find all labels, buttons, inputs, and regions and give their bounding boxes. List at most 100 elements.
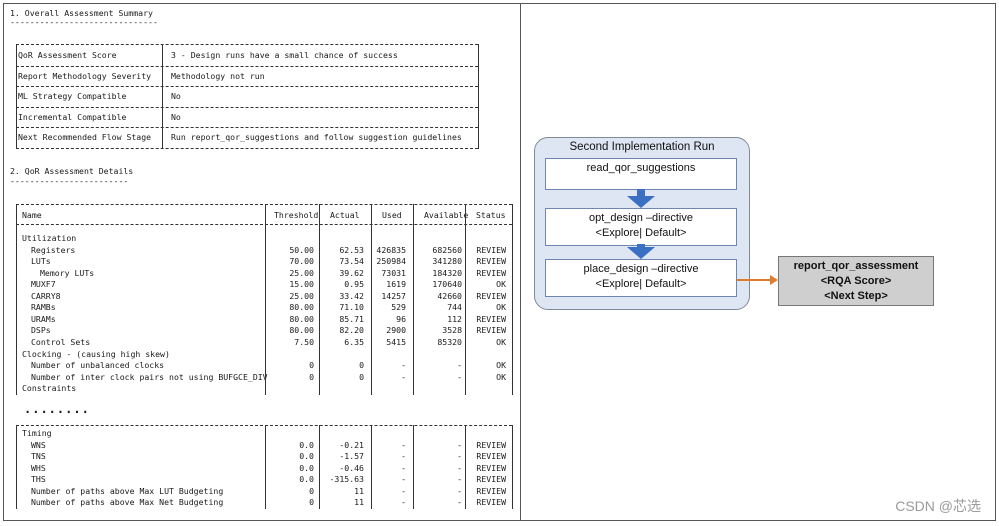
omitted-rows-ellipsis: ........ <box>24 402 90 416</box>
report-qor-assessment-box: report_qor_assessment <RQA Score> <Next … <box>778 256 934 306</box>
table-row: Utilization <box>18 233 510 245</box>
cell-name: Number of paths above Max LUT Budgeting <box>31 485 224 496</box>
cell-available: - <box>457 497 462 508</box>
details-header-border <box>16 224 512 225</box>
summary-row-value: Methodology not run <box>171 70 265 81</box>
cell-available: 682560 <box>432 244 462 255</box>
cell-status: REVIEW <box>476 256 506 267</box>
details-column-divider <box>319 425 320 509</box>
header-used: Used <box>382 210 402 220</box>
cell-status: REVIEW <box>476 497 506 508</box>
summary-column-divider <box>16 44 17 149</box>
step-place-design-line1: place_design –directive <box>583 263 699 275</box>
details-column-divider <box>413 425 414 509</box>
watermark: CSDN @芯选 <box>895 498 981 514</box>
summary-row-label: QoR Assessment Score <box>18 50 117 60</box>
cell-name: Constraints <box>22 383 77 394</box>
details-column-divider <box>16 204 17 395</box>
details-column-divider <box>465 425 466 509</box>
cell-used: 2900 <box>386 325 406 336</box>
cell-name: CARRY8 <box>31 290 61 301</box>
cell-available: - <box>457 439 462 450</box>
cell-available: - <box>457 462 462 473</box>
cell-name: WNS <box>31 439 46 450</box>
table-row: Number of inter clock pairs not using BU… <box>18 372 510 384</box>
details-column-divider <box>413 204 414 395</box>
cell-name: TNS <box>31 451 46 462</box>
arrow-stem-1 <box>637 189 645 197</box>
summary-table-top-border <box>16 44 478 45</box>
cell-name: WHS <box>31 462 46 473</box>
step-opt-design: opt_design –directive <Explore| Default> <box>545 208 737 246</box>
cell-actual: 85.71 <box>339 313 364 324</box>
cell-available: 744 <box>447 302 462 313</box>
cell-name: Clocking - (causing high skew) <box>22 348 170 359</box>
details-column-divider <box>265 204 266 395</box>
summary-section-title: 1. Overall Assessment Summary <box>10 8 153 18</box>
cell-available: - <box>457 485 462 496</box>
cell-name: Number of unbalanced clocks <box>31 360 165 371</box>
cell-threshold: 0 <box>309 371 314 382</box>
cell-available: 341280 <box>432 256 462 267</box>
summary-row-border <box>16 65 478 67</box>
cell-name: URAMs <box>31 313 56 324</box>
details-header-row: Name Threshold Actual Used Available Sta… <box>18 210 510 222</box>
cell-actual: 62.53 <box>339 244 364 255</box>
rqa-line2: <RQA Score> <box>820 275 892 287</box>
cell-threshold: 7.50 <box>294 336 314 347</box>
cell-status: REVIEW <box>476 267 506 278</box>
cell-actual: 6.35 <box>344 336 364 347</box>
cell-used: - <box>401 439 406 450</box>
details-column-divider <box>371 425 372 509</box>
details-table-top-border <box>16 204 512 205</box>
cell-threshold: 80.00 <box>289 325 314 336</box>
summary-title-underline: ------------------------------ <box>10 17 158 27</box>
summary-row-value: No <box>171 91 181 102</box>
cell-used: 426835 <box>376 244 406 255</box>
summary-row-border <box>16 127 478 129</box>
step-read-qor-suggestions-label: read_qor_suggestions <box>586 162 696 174</box>
cell-status: OK <box>496 336 506 347</box>
cell-status: OK <box>496 371 506 382</box>
cell-name: Number of inter clock pairs not using BU… <box>31 371 268 382</box>
cell-threshold: 0.0 <box>299 439 314 450</box>
cell-name: Control Sets <box>31 336 91 347</box>
step-opt-design-line1: opt_design –directive <box>589 212 693 224</box>
cell-name: Memory LUTs <box>40 267 95 278</box>
cell-threshold: 25.00 <box>289 290 314 301</box>
table-row: Clocking - (causing high skew) <box>18 349 510 361</box>
table-row: Constraints <box>18 383 510 395</box>
cell-name: Timing <box>22 428 52 438</box>
summary-row-label: Report Methodology Severity <box>18 70 152 81</box>
cell-threshold: 0 <box>309 497 314 508</box>
cell-status: OK <box>496 360 506 371</box>
cell-available: - <box>457 474 462 485</box>
down-arrow-1-icon <box>627 196 655 208</box>
cell-used: - <box>401 451 406 462</box>
rqa-line1: report_qor_assessment <box>793 260 919 272</box>
details-column-divider <box>16 425 17 509</box>
summary-row-value: 3 - Design runs have a small chance of s… <box>171 50 398 60</box>
cell-status: REVIEW <box>476 325 506 336</box>
cell-name: Registers <box>31 244 76 255</box>
cell-actual: 11 <box>354 497 364 508</box>
cell-name: MUXF7 <box>31 279 56 290</box>
cell-used: 1619 <box>386 279 406 290</box>
cell-used: - <box>401 371 406 382</box>
cell-actual: 11 <box>354 485 364 496</box>
cell-available: 85320 <box>437 336 462 347</box>
cell-name: THS <box>31 474 46 485</box>
cell-used: - <box>401 497 406 508</box>
cell-status: REVIEW <box>476 462 506 473</box>
cell-status: REVIEW <box>476 474 506 485</box>
summary-row-border <box>16 86 478 88</box>
